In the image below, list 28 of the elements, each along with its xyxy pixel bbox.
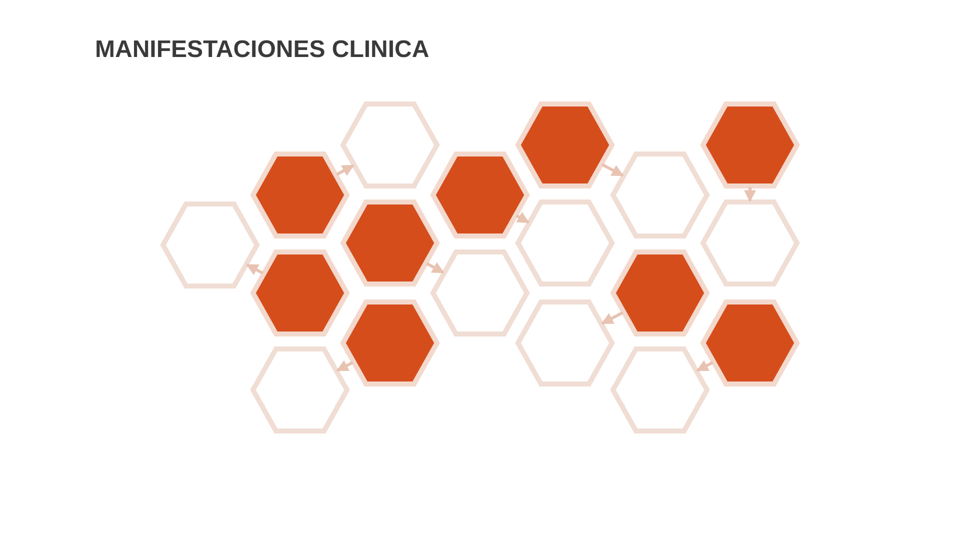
filled-hexagon — [700, 101, 800, 189]
arrow — [516, 212, 530, 224]
outline-hexagon — [610, 346, 710, 434]
filled-hexagon — [700, 299, 800, 387]
arrow — [336, 164, 354, 176]
outline-hexagon — [160, 201, 260, 289]
filled-hexagon — [340, 199, 440, 287]
arrow — [744, 187, 756, 202]
outline-hexagon — [700, 199, 800, 287]
outline-hexagon — [250, 346, 350, 434]
filled-hexagon — [340, 299, 440, 387]
filled-hexagon — [250, 249, 350, 337]
arrow — [601, 163, 624, 177]
outline-hexagon — [515, 199, 615, 287]
filled-hexagon — [610, 249, 710, 337]
filled-hexagon — [250, 151, 350, 239]
filled-hexagon — [515, 101, 615, 189]
outline-hexagon — [515, 299, 615, 387]
arrow — [601, 311, 624, 325]
arrow — [426, 262, 444, 274]
filled-hexagon — [430, 151, 530, 239]
arrow — [246, 263, 264, 276]
outline-hexagon — [340, 101, 440, 189]
slide-title: MANIFESTACIONES CLINICA — [95, 36, 430, 64]
arrow — [696, 360, 714, 372]
outline-hexagon — [430, 249, 530, 337]
arrow — [336, 360, 354, 372]
outline-hexagon — [610, 151, 710, 239]
